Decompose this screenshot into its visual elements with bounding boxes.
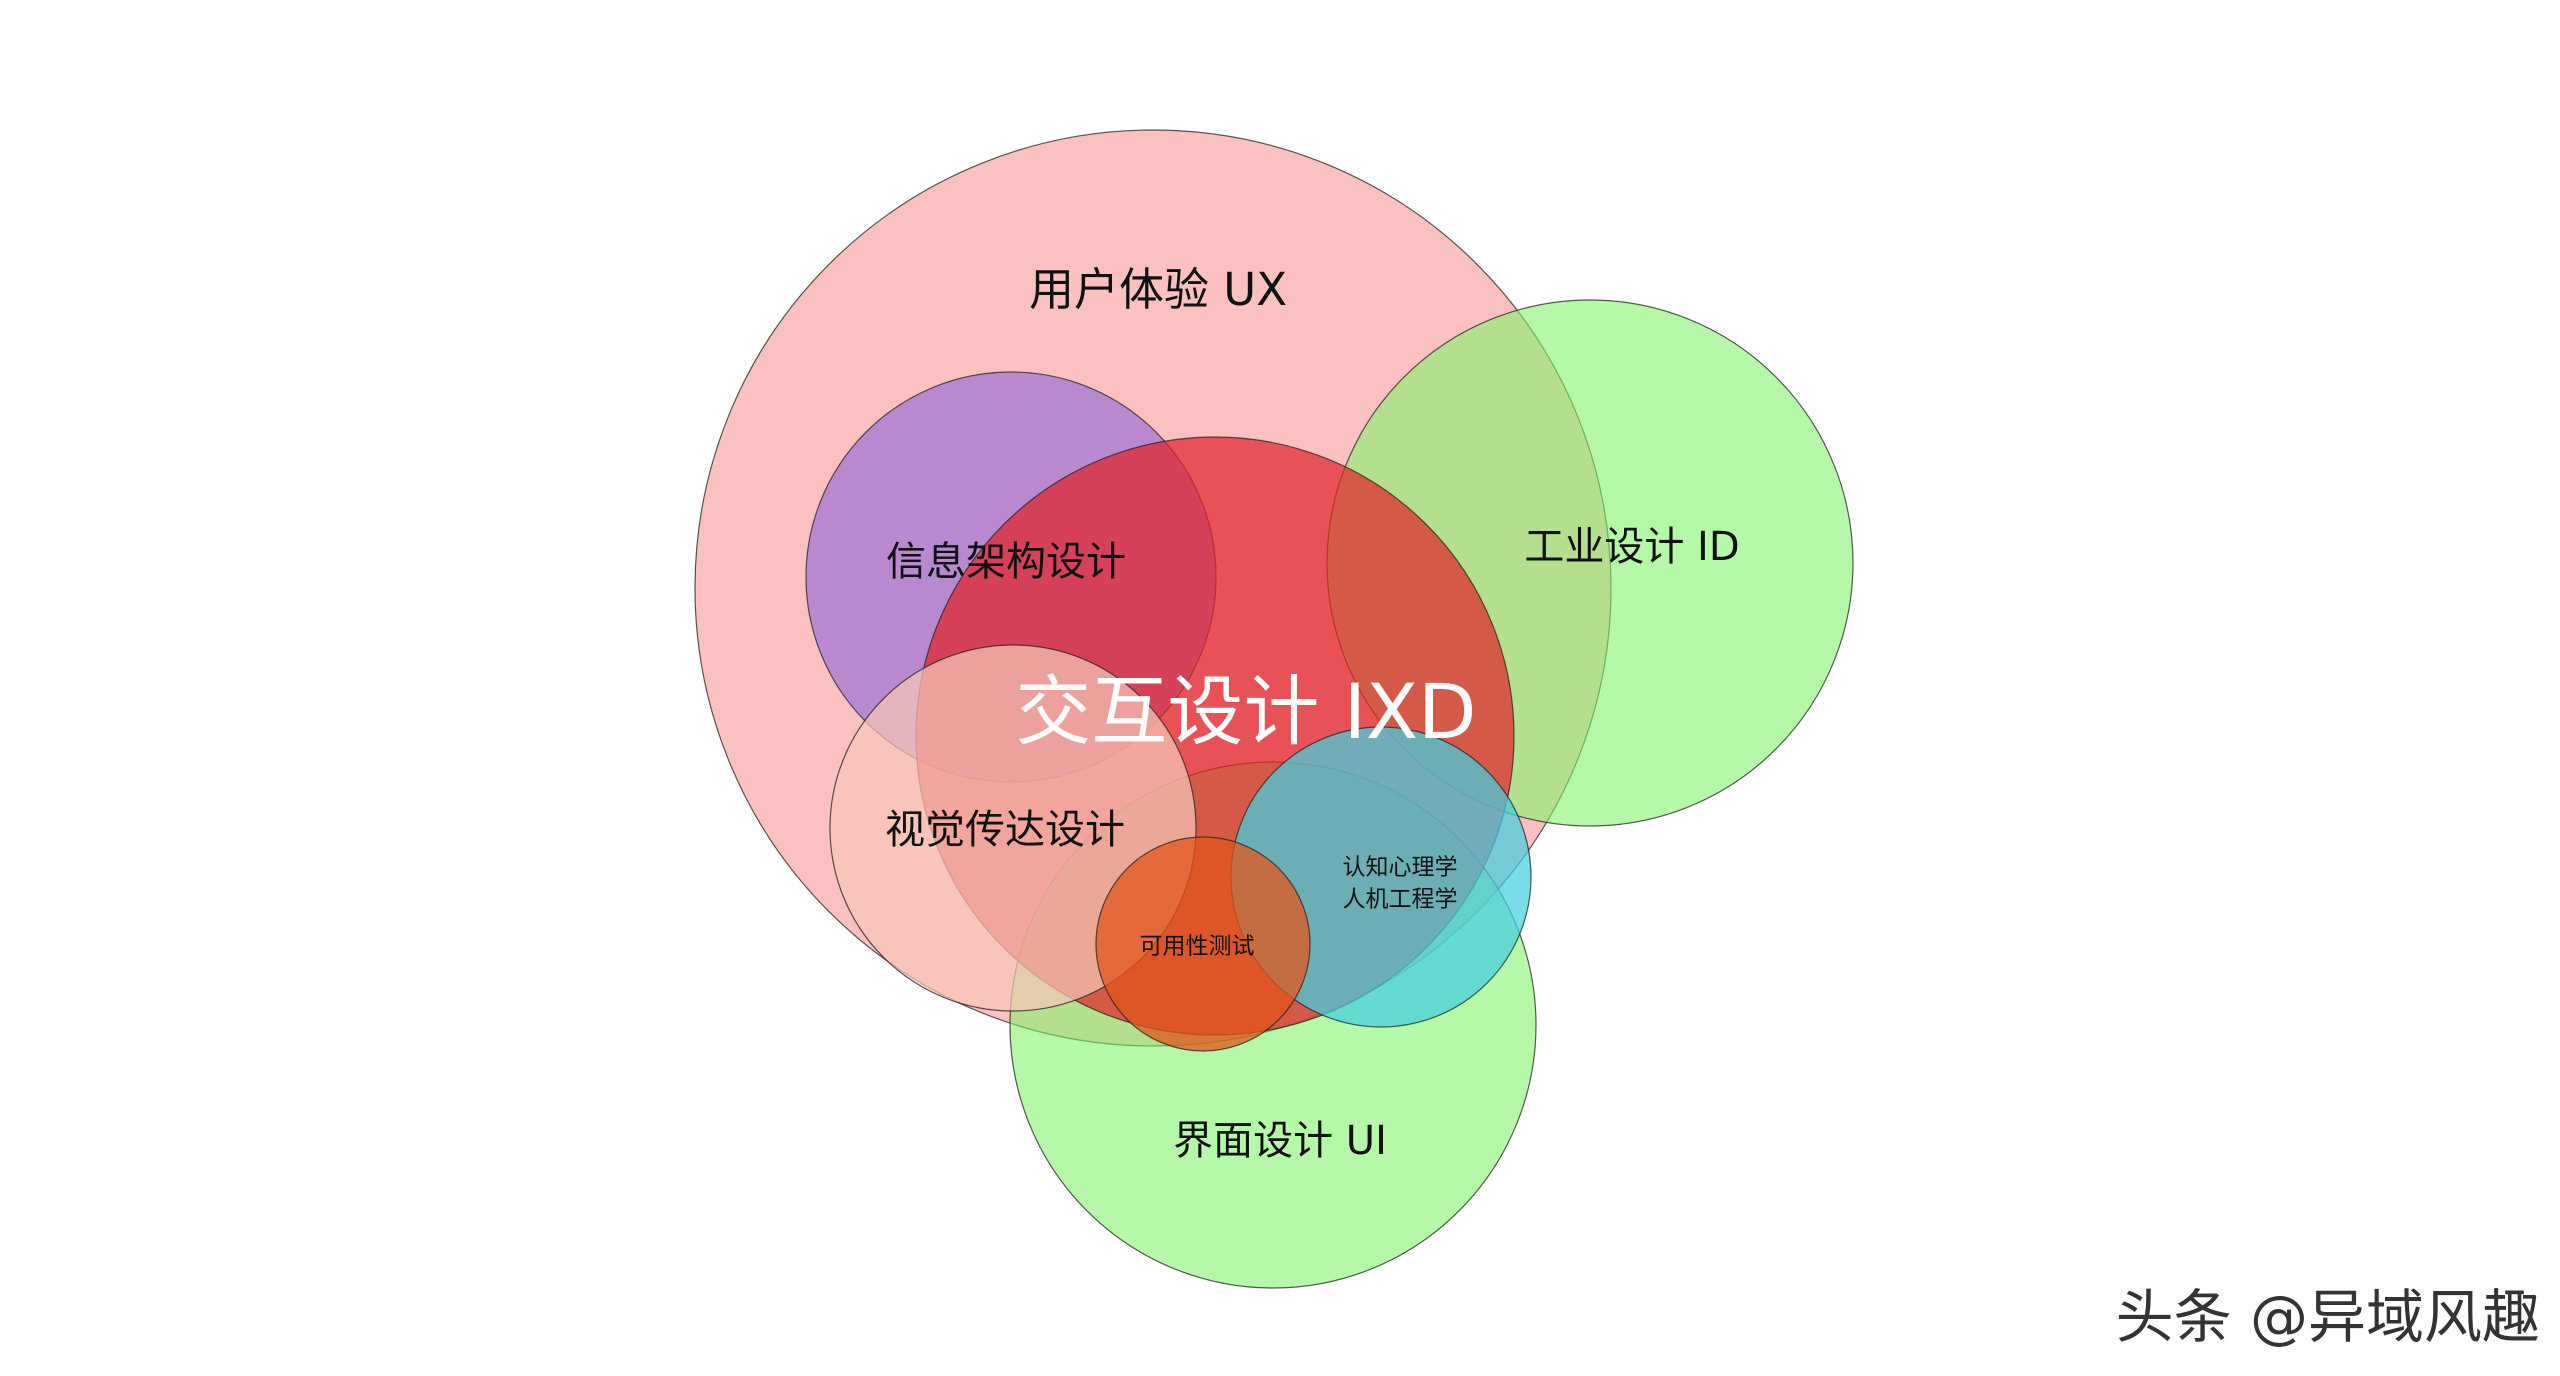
ui-label: 界面设计 UI	[1173, 1118, 1387, 1164]
usability-circle	[1095, 836, 1311, 1052]
cog-label-line1: 认知心理学	[1343, 855, 1458, 881]
ux-label: 用户体验 UX	[1029, 263, 1287, 316]
vcd-label: 视觉传达设计	[885, 807, 1125, 853]
watermark-text: 头条 @异域风趣	[2115, 1283, 2540, 1351]
id-label: 工业设计 ID	[1524, 524, 1739, 570]
ixd-label: 交互设计 IXD	[1015, 667, 1476, 756]
ia-label: 信息架构设计	[886, 539, 1126, 585]
usability-label: 可用性测试	[1140, 934, 1255, 960]
cog-label-line2: 人机工程学	[1343, 887, 1458, 913]
